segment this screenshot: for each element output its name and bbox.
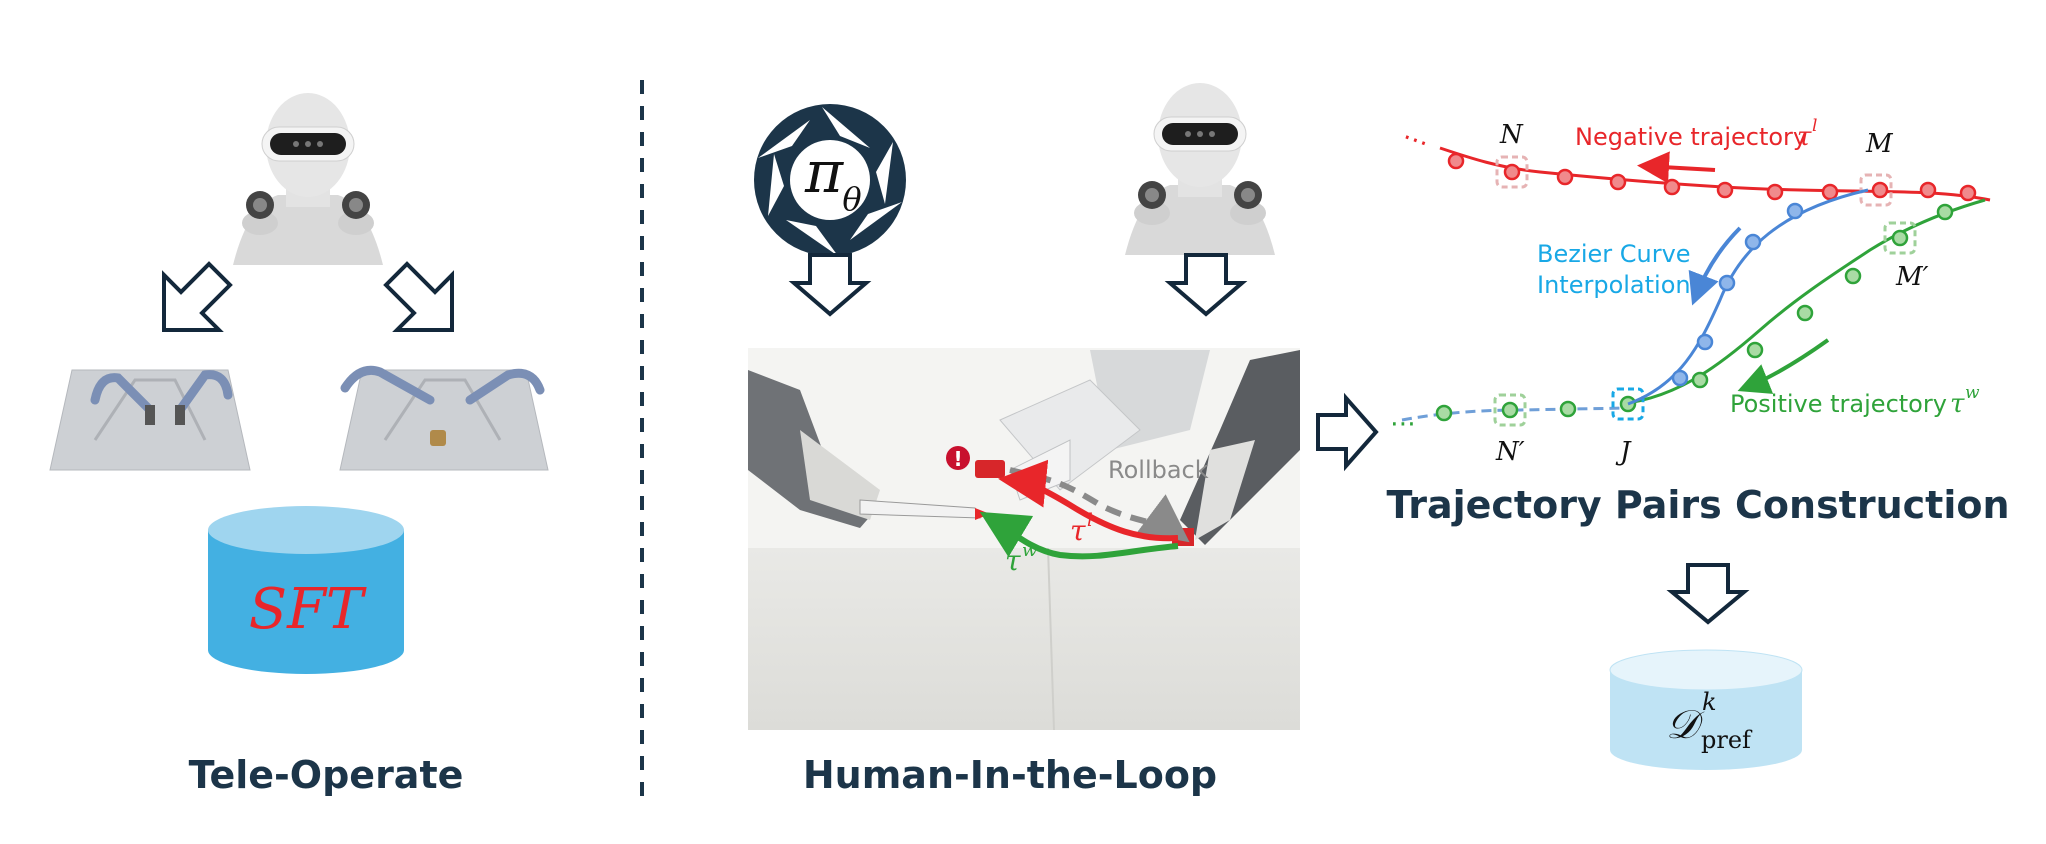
point-M-box [1859,173,1893,207]
bezier-points [1671,202,1804,387]
negative-arrow-photo [998,459,1179,542]
bezier-point [1696,333,1714,351]
rollback-label: Rollback [1108,456,1209,484]
pos-point [1435,404,1453,422]
bezier-interpolation-curve [1627,188,1869,406]
hollow-arrow-down-dataset [1666,563,1750,625]
bezier-point [1744,233,1762,251]
negative-tau-sup: l [1812,116,1817,136]
neg-point [1716,181,1734,199]
bezier-point [1671,369,1689,387]
pos-point [1691,371,1709,389]
tau-l-sup: l [1087,510,1093,531]
warning-icon [946,446,970,470]
left-panel: SFT Tele-Operate [49,93,549,797]
point-Mp-label: M′ [1895,262,1929,292]
negative-points [1447,152,1977,202]
sft-database: SFT [208,506,404,674]
policy-theta: θ [842,180,861,218]
tau-w-label: τ [1005,544,1021,577]
negative-direction-arrow [1637,151,1716,184]
pos-point [1891,229,1909,247]
positive-dots: ⋯ [1390,409,1416,439]
neg-point [1609,173,1627,191]
bezier-label-line1: Bezier Curve [1537,240,1691,268]
bezier-point [1718,274,1736,292]
pos-point [1501,401,1519,419]
robot-arms-image-2 [339,365,549,471]
hollow-arrow-down-policy [788,253,872,317]
pos-point [1746,341,1764,359]
warning-glyph: ! [953,447,962,471]
vr-operator-image-2 [1125,83,1275,255]
positive-tau: τ [1950,389,1965,419]
dataset-sup: k [1702,688,1717,716]
point-Np-box [1493,393,1527,427]
neg-point [1663,178,1681,196]
policy-aperture-icon: π θ [754,104,906,256]
bezier-point [1786,202,1804,220]
point-J-label: J [1615,437,1632,467]
neg-point [1821,183,1839,201]
neg-point [1959,184,1977,202]
negative-trajectory-label: Negative trajectory [1575,123,1807,151]
positive-points [1435,203,1954,422]
trajectory-pairs-title: Trajectory Pairs Construction [1386,483,2009,527]
hollow-arrow-down-left [162,261,233,332]
bezier-direction-arrow [1688,226,1742,306]
positive-direction-arrow [1737,338,1830,394]
neg-point [1503,163,1521,181]
negative-dots: ⋯ [1398,122,1433,159]
sft-label: SFT [249,577,367,642]
positive-arrow-photo [979,511,1179,560]
right-panel: ⋯ N M Negative trajectory τ l ⋯ [1386,116,2010,770]
positive-tau-sup: w [1965,383,1980,403]
hollow-arrow-right [1316,392,1379,472]
point-N-label: N [1499,120,1524,150]
neg-point [1556,168,1574,186]
neg-point [1766,183,1784,201]
hollow-arrow-down-human [1164,253,1248,317]
point-Np-label: N′ [1495,437,1525,467]
point-J-box [1611,387,1645,421]
point-N-box [1495,155,1529,189]
neg-point [1919,181,1937,199]
middle-panel: π θ [748,83,1300,797]
preference-dataset-db: 𝒟 k pref [1609,649,1803,770]
neg-point [1447,152,1465,170]
pos-point [1796,304,1814,322]
robot-arms-image-1 [49,369,251,471]
positive-trajectory-label: Positive trajectory [1730,390,1947,418]
tau-l-label: τ [1070,514,1086,547]
neg-point [1871,181,1889,199]
pos-point [1936,203,1954,221]
point-M-label: M [1865,129,1894,159]
hollow-arrow-down-right [383,261,454,332]
human-in-the-loop-title: Human-In-the-Loop [803,753,1217,797]
pos-point [1559,400,1577,418]
tau-w-sup: w [1022,540,1038,561]
tele-operate-title: Tele-Operate [189,753,464,797]
robot-scene-photo: ! Rollback τ l τ w [748,348,1300,731]
point-Mp-box [1883,221,1917,255]
bezier-label-line2: Interpolation [1537,271,1691,299]
policy-pi: π [804,138,844,206]
vr-operator-image [233,93,383,265]
pos-point [1844,267,1862,285]
negative-tau: τ [1797,122,1812,152]
dataset-sub: pref [1701,726,1753,754]
